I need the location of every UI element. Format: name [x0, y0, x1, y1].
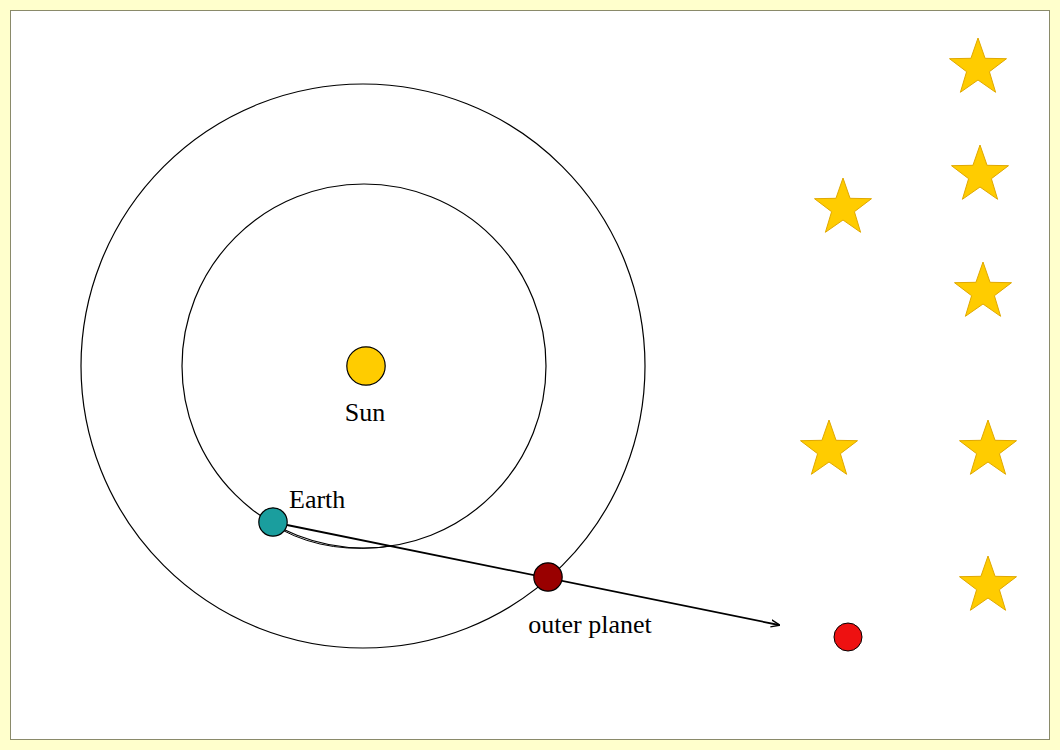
outer-planet-node: outer planet	[533, 562, 563, 592]
outer-planet-label: outer planet	[528, 612, 651, 638]
star	[960, 556, 1017, 610]
sun-label: Sun	[345, 400, 385, 426]
sun-node: Sun	[346, 346, 386, 386]
earth-label: Earth	[289, 487, 345, 513]
orbit-arc	[282, 530, 392, 548]
outer-orbit	[81, 84, 645, 648]
earth-orbit	[182, 184, 546, 548]
star	[960, 420, 1017, 474]
sun-circle	[346, 346, 386, 386]
star	[955, 262, 1012, 316]
earth-node: Earth	[258, 507, 288, 537]
earth-circle	[258, 507, 288, 537]
star	[801, 420, 858, 474]
outer-planet-circle	[533, 562, 563, 592]
sight-line	[287, 525, 779, 625]
apparent-position	[834, 623, 862, 651]
star	[950, 38, 1007, 92]
star	[952, 145, 1009, 199]
star	[815, 178, 872, 232]
